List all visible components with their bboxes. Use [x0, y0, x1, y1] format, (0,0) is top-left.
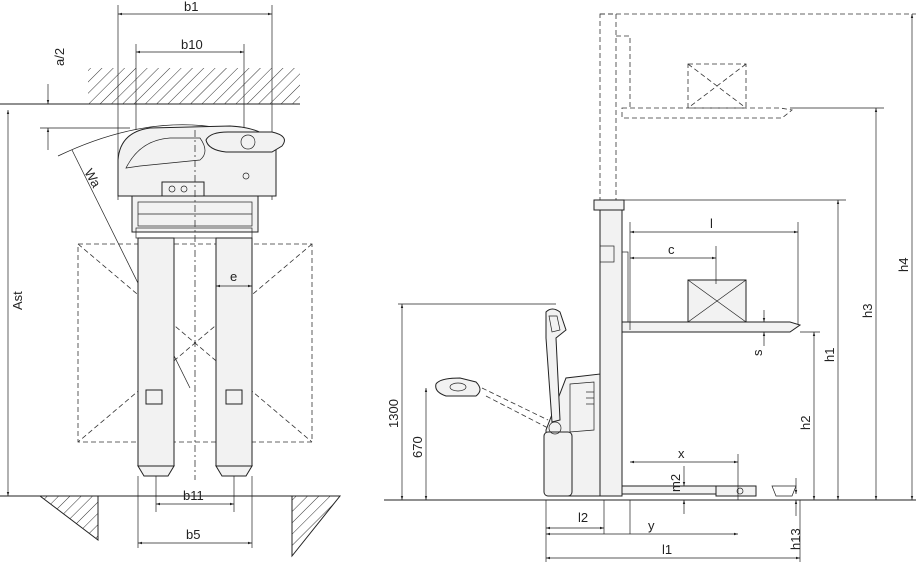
dim-label-x: x	[678, 446, 685, 461]
mast-extended	[599, 13, 617, 201]
dim-label-e: e	[230, 269, 237, 284]
load-raised	[687, 63, 747, 109]
wall-hatch-top	[88, 68, 300, 104]
dim-label-l1: l1	[662, 542, 672, 557]
fork-raised	[621, 107, 793, 119]
dim-label-ast: Ast	[10, 291, 25, 310]
fork-right	[215, 237, 253, 467]
dim-label-h2: h2	[798, 416, 813, 430]
dim-label-h13: h13	[788, 528, 803, 550]
dim-label-670: 670	[410, 436, 425, 458]
dim-label-y: y	[648, 518, 655, 533]
dim-label-h4: h4	[896, 258, 911, 272]
tiller-head-lowered	[435, 377, 481, 397]
tiller-side	[545, 308, 567, 423]
dim-label-m2: m2	[668, 474, 683, 492]
wall-hatch-bottom-left	[38, 495, 99, 542]
dim-label-h1: h1	[822, 348, 837, 362]
dim-label-s: s	[750, 349, 765, 356]
mast	[599, 199, 623, 497]
dim-label-l2: l2	[578, 510, 588, 525]
top-view: b1 b10 a/2 Ast Wa	[0, 0, 342, 558]
side-view: l c s 1300 670	[384, 13, 916, 562]
fork-lowered	[621, 321, 802, 333]
dim-label-a2: a/2	[52, 48, 67, 66]
dim-label-b1: b1	[184, 0, 198, 14]
dim-label-b11: b11	[183, 488, 204, 503]
dim-label-1300: 1300	[386, 399, 401, 428]
dim-label-c: c	[668, 242, 675, 257]
dim-label-b5: b5	[186, 527, 200, 542]
tiller-top	[205, 131, 285, 153]
dim-label-h3: h3	[860, 304, 875, 318]
dim-label-l: l	[710, 216, 713, 231]
dim-label-wa: Wa	[81, 166, 104, 191]
fork-left	[137, 237, 175, 467]
wall-hatch-bottom-right	[291, 495, 342, 558]
dim-label-b10: b10	[181, 37, 203, 52]
